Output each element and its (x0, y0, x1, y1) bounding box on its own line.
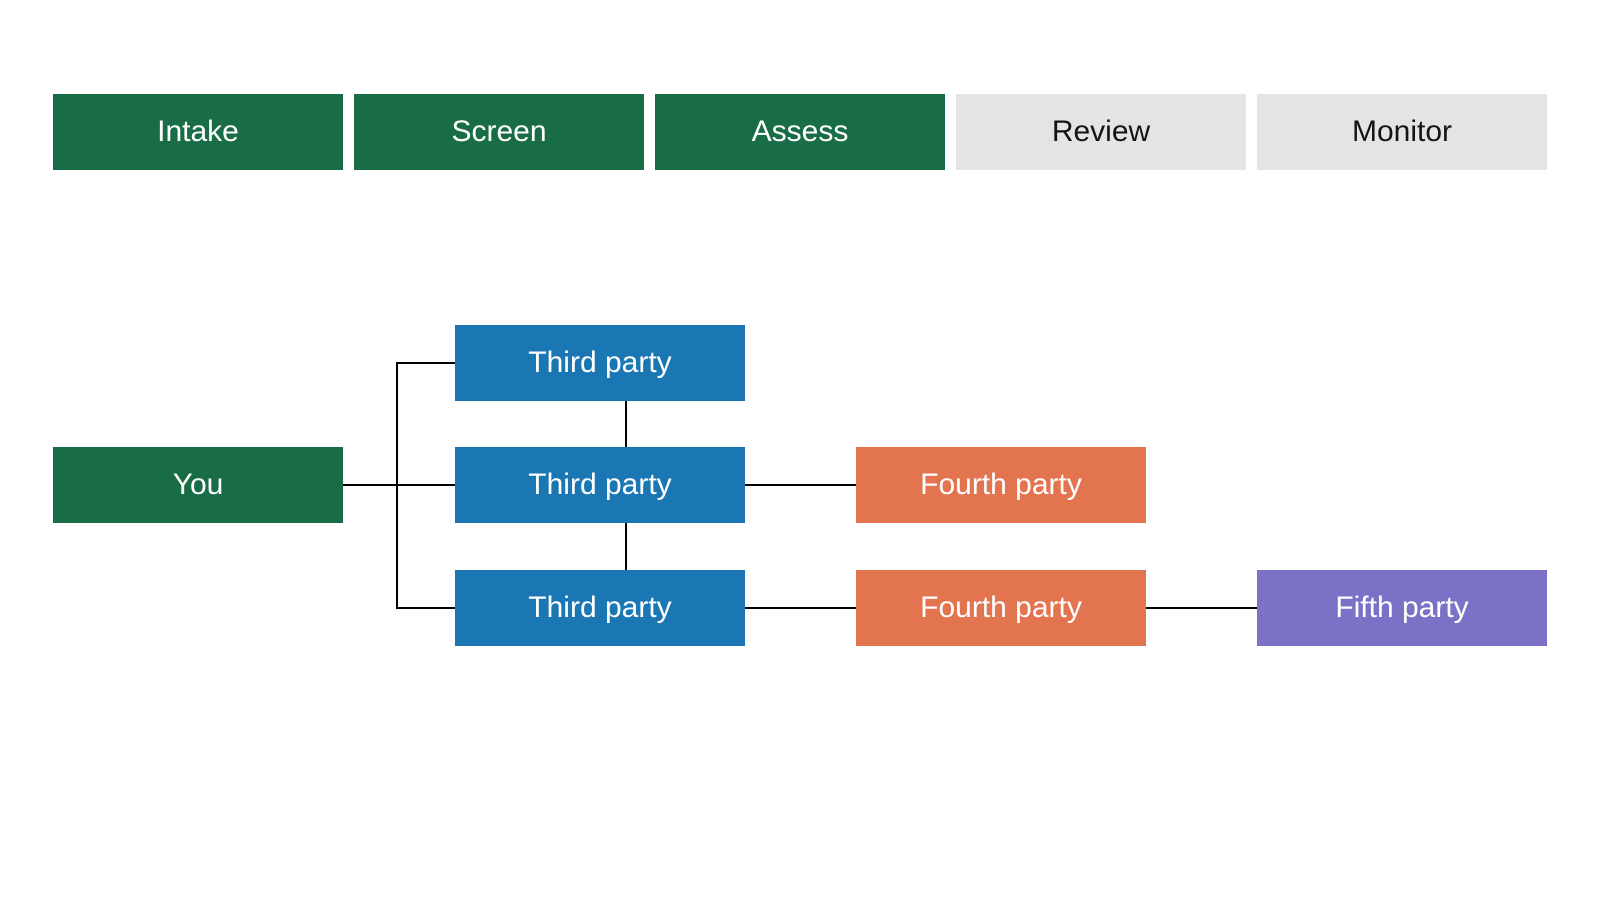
stage-label: Monitor (1351, 115, 1453, 148)
connector-bus-to-third-party-bottom (396, 607, 456, 609)
node-you: You (53, 447, 343, 523)
stage-assess: Assess (655, 94, 945, 170)
node-label: Fifth party (1335, 591, 1469, 624)
node-fourth-party-top: Fourth party (856, 447, 1146, 523)
connector-third-bottom-to-fourth-bottom (745, 607, 856, 609)
node-label: Third party (528, 346, 672, 379)
connector-third-top-to-third-middle (625, 401, 627, 447)
connector-third-middle-to-fourth-top (745, 484, 856, 486)
node-third-party-bottom: Third party (455, 570, 745, 646)
node-fourth-party-bottom: Fourth party (856, 570, 1146, 646)
node-third-party-middle: Third party (455, 447, 745, 523)
node-label: You (172, 468, 224, 501)
node-label: Fourth party (920, 468, 1082, 501)
connector-fourth-bottom-to-fifth (1146, 607, 1257, 609)
stage-monitor: Monitor (1257, 94, 1547, 170)
node-fifth-party: Fifth party (1257, 570, 1547, 646)
stage-label: Assess (751, 115, 849, 148)
stage-screen: Screen (354, 94, 644, 170)
stage-label: Intake (157, 115, 239, 148)
connector-third-middle-to-third-bottom (625, 523, 627, 570)
stage-label: Screen (451, 115, 547, 148)
connector-bus-to-third-party-top (396, 362, 456, 364)
connector-bus-vertical (396, 362, 398, 609)
node-label: Third party (528, 591, 672, 624)
stage-intake: Intake (53, 94, 343, 170)
node-label: Third party (528, 468, 672, 501)
stage-review: Review (956, 94, 1246, 170)
node-label: Fourth party (920, 591, 1082, 624)
stage-label: Review (1051, 115, 1151, 148)
connector-you-to-bus (343, 484, 455, 486)
node-third-party-top: Third party (455, 325, 745, 401)
